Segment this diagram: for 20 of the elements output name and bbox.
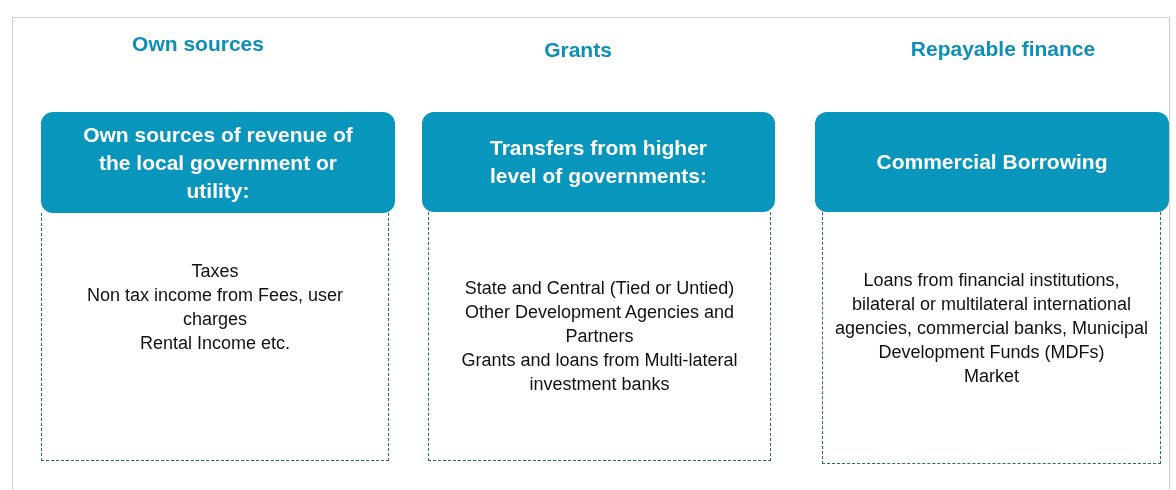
list-item: Other Development Agencies and Partners [463, 301, 736, 348]
header-box [422, 112, 775, 212]
header-box [41, 112, 395, 213]
column-heading: Repayable finance [909, 36, 1097, 62]
column-heading: Grants [543, 37, 613, 63]
list-item: State and Central (Tied or Untied) [464, 277, 735, 300]
content-box [41, 213, 389, 461]
header-text: Own sources of revenue of the local government or utility: [82, 121, 354, 204]
header-box [815, 112, 1169, 212]
header-text: Commercial Borrowing [876, 149, 1108, 175]
list-item: Rental Income etc. [139, 331, 291, 355]
list-item: Non tax income from Fees, user charges [85, 283, 345, 331]
list-item: Taxes [191, 259, 239, 283]
header-text: Transfers from higher level of governments: [488, 135, 709, 189]
list-item: Market [964, 364, 1019, 388]
list-item: Grants and loans from Multi-lateral investment banks [460, 349, 739, 396]
list-item: Loans from financial institutions, bilateral or multilateral international agencies, commercial banks, Municipal Development Funds (MDFs) [833, 268, 1150, 364]
column-heading: Own sources [131, 31, 265, 57]
content-box [428, 212, 771, 461]
content-box [822, 212, 1161, 464]
